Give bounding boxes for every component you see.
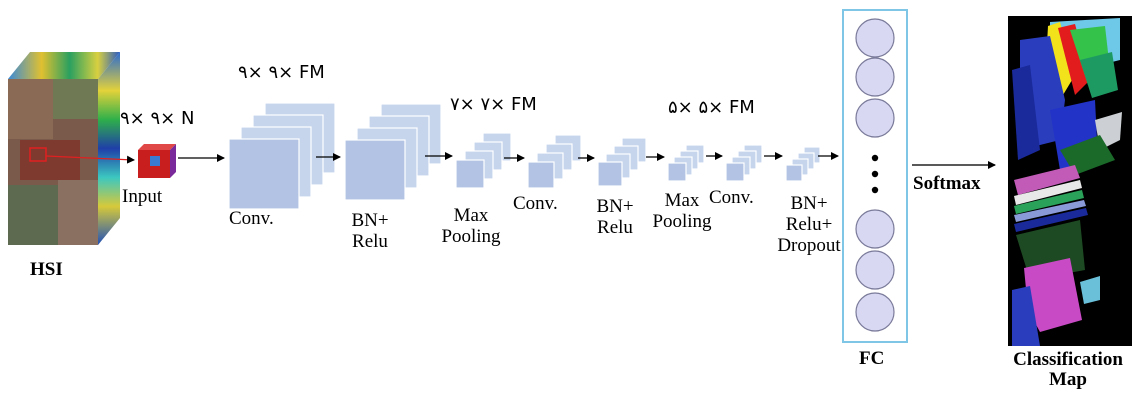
softmax-label: Softmax [913, 173, 981, 194]
bnrelu-dropout-label: BN+ Relu+ Dropout [772, 193, 846, 256]
bnrelu1-label-line: BN+ [351, 210, 389, 231]
conv3-feature-maps [725, 144, 763, 182]
fc-layer [842, 9, 908, 343]
conv1-feature-maps [228, 102, 336, 210]
feature-map [344, 139, 406, 201]
feature-map [667, 162, 687, 182]
bnrelu2-label-line: BN+ [596, 196, 634, 217]
bnrelu2-label: BN+ Relu [590, 196, 640, 238]
feature-map [455, 159, 485, 189]
conv3-label: Conv. [709, 187, 754, 208]
bnrelu1-feature-maps [344, 103, 442, 201]
feature-map [228, 138, 300, 210]
input-dims-label: ۹× ۹× N [120, 108, 195, 129]
maxpool1-label-line: Max [453, 205, 489, 226]
fc-ellipsis-dot [871, 170, 879, 178]
feature-map [597, 161, 623, 187]
bnrelu2-feature-maps [597, 137, 647, 187]
conv2-label: Conv. [513, 193, 558, 214]
fc-ellipsis-dot [871, 154, 879, 162]
bnrelu-dropout-label-line: Dropout [777, 235, 841, 256]
conv1-dims-label: ۹× ۹× FM [238, 62, 325, 83]
bnrelu3-feature-maps [785, 146, 821, 182]
maxpool2-label: Max Pooling [640, 190, 724, 232]
classification-map-label-line: Map [1049, 369, 1087, 390]
maxpool2-label-line: Max [664, 190, 700, 211]
fc-neuron [855, 18, 895, 58]
input-cube [138, 144, 176, 178]
maxpool2-feature-maps [667, 144, 705, 182]
fc-neuron [855, 209, 895, 249]
maxpool2-dims-label: ۵× ۵× FM [668, 97, 755, 118]
feature-map [725, 162, 745, 182]
maxpool1-label: Max Pooling [432, 205, 510, 247]
maxpool1-dims-label: ۷× ۷× FM [450, 94, 537, 115]
maxpool1-label-line: Pooling [441, 226, 501, 247]
conv2-feature-maps [527, 134, 582, 189]
classification-map [1008, 16, 1132, 346]
bnrelu1-label-line: Relu [352, 231, 388, 252]
fc-label: FC [859, 348, 885, 369]
maxpool1-feature-maps [455, 132, 512, 189]
conv1-label: Conv. [229, 208, 274, 229]
bnrelu1-label: BN+ Relu [345, 210, 395, 252]
hsi-cube [8, 52, 135, 245]
feature-map [527, 161, 555, 189]
fc-neuron [855, 57, 895, 97]
classification-map-label-line: Classification [1013, 349, 1123, 370]
fc-neuron [855, 292, 895, 332]
feature-map [785, 164, 803, 182]
bnrelu-dropout-label-line: Relu+ [785, 214, 833, 235]
hsi-label: HSI [30, 259, 63, 280]
fc-neuron [855, 98, 895, 138]
input-label: Input [122, 186, 163, 207]
fc-ellipsis-dot [871, 186, 879, 194]
fc-frame [842, 9, 908, 343]
fc-neuron [855, 250, 895, 290]
bnrelu-dropout-label-line: BN+ [790, 193, 828, 214]
maxpool2-label-line: Pooling [652, 211, 712, 232]
bnrelu2-label-line: Relu [597, 217, 633, 238]
classification-map-label: Classification Map [996, 350, 1140, 390]
